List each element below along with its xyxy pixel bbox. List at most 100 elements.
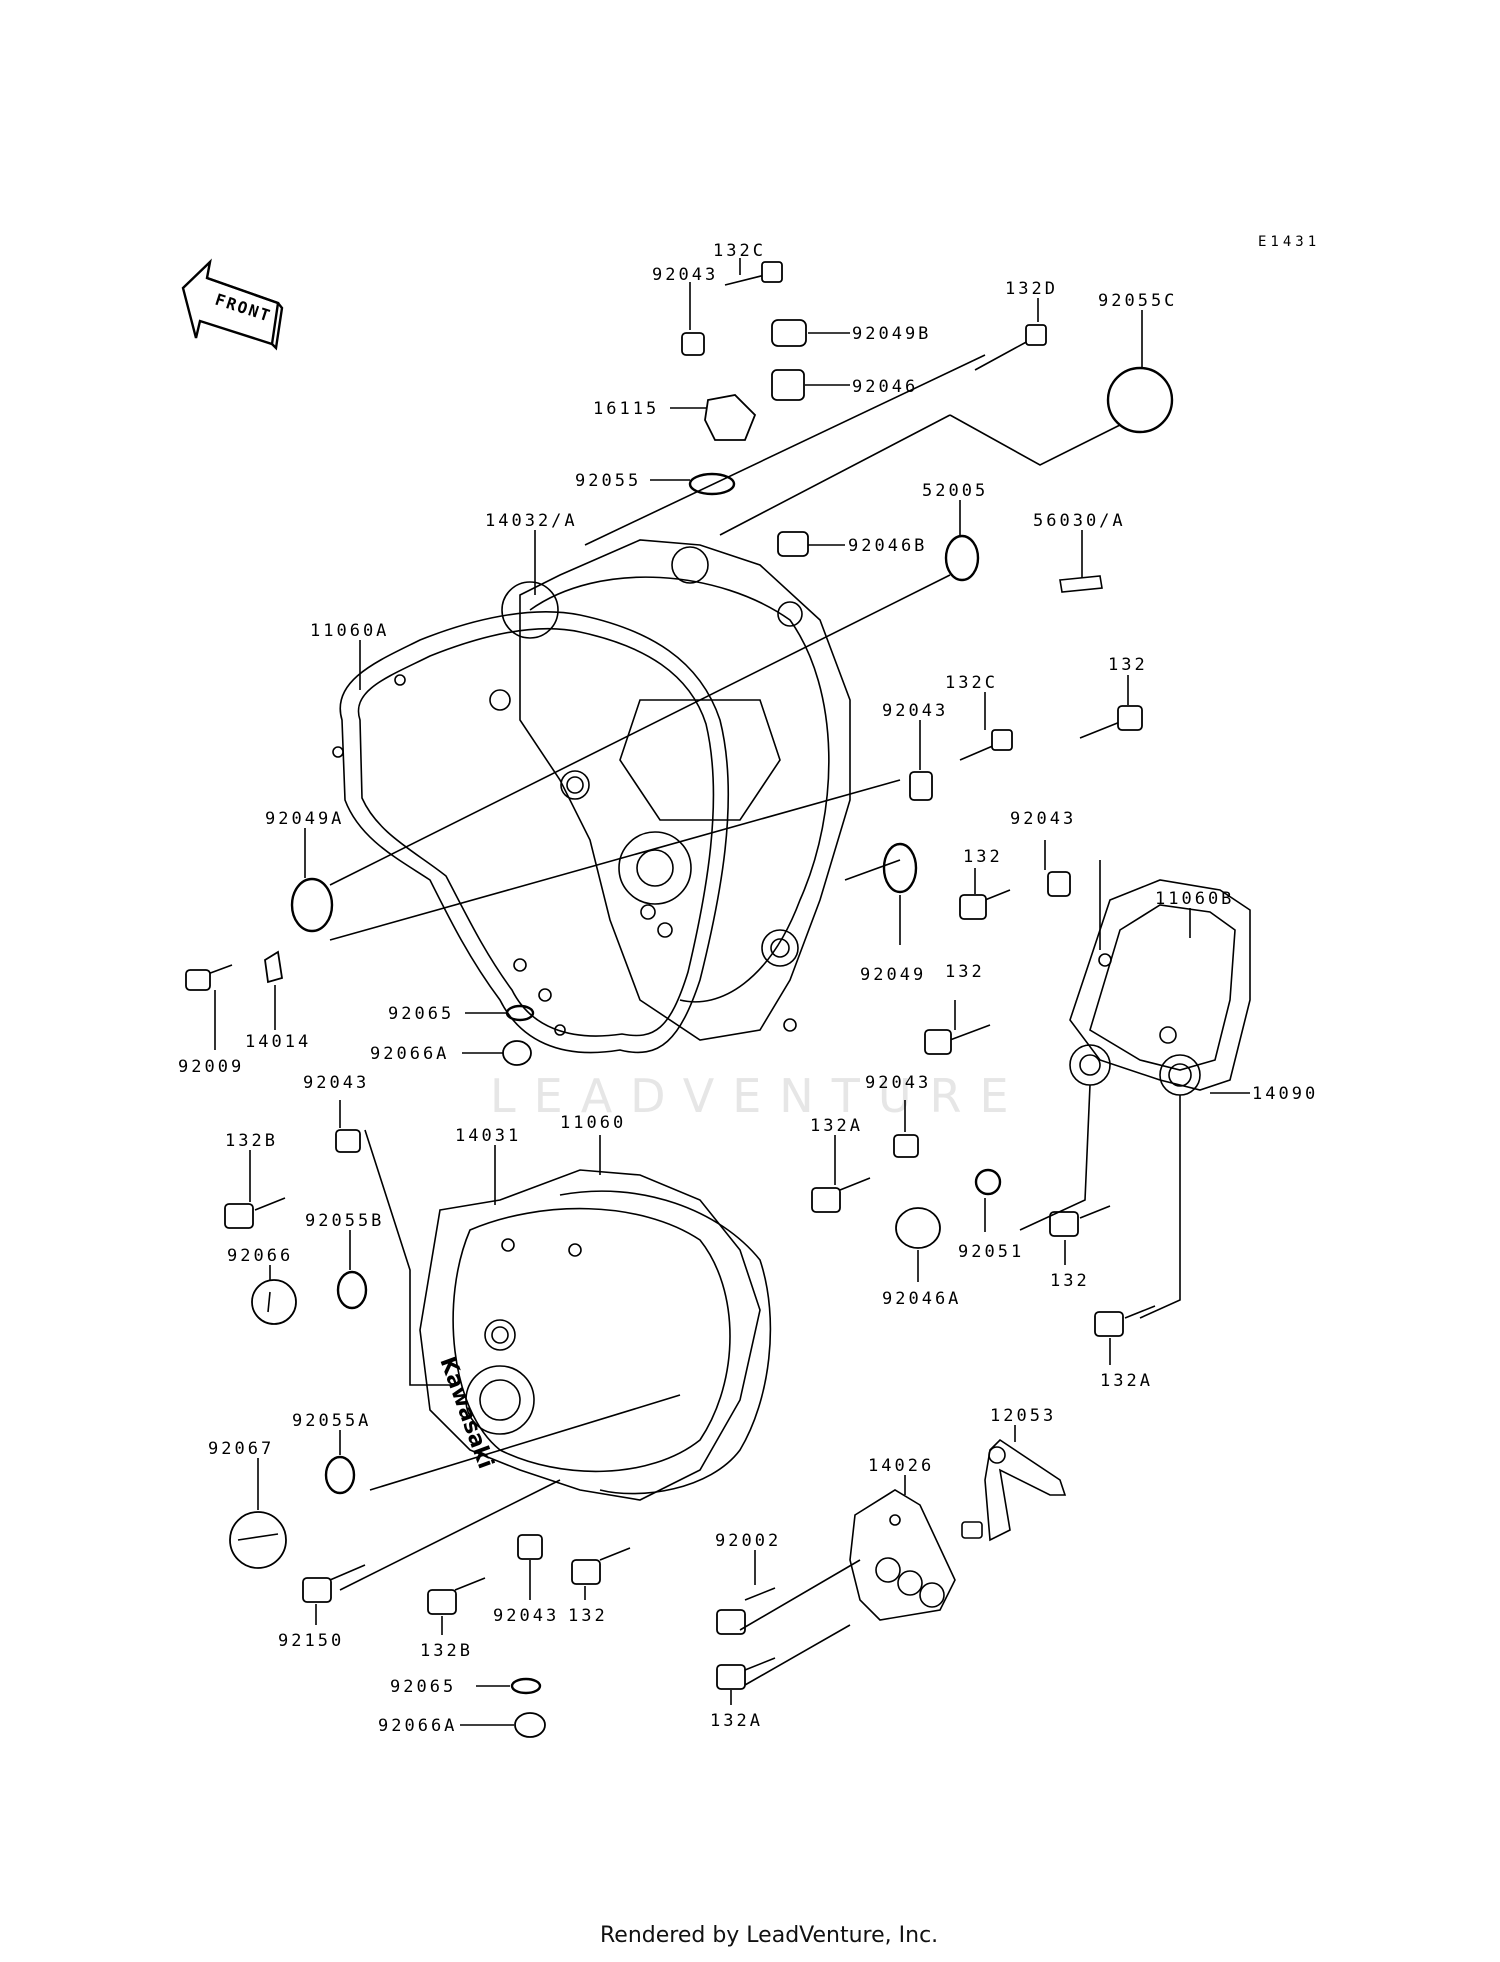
dowel-icon bbox=[335, 1129, 361, 1153]
part-label: 92066 bbox=[227, 1246, 293, 1266]
crankcase-cover-lower: Kawasaki bbox=[419, 1169, 772, 1501]
part-label: 52005 bbox=[922, 481, 988, 501]
bolt-icon bbox=[302, 1577, 332, 1603]
bolt-icon bbox=[185, 969, 211, 991]
bolt-icon bbox=[427, 1589, 457, 1615]
part-label: 132B bbox=[225, 1131, 278, 1151]
plug-icon bbox=[229, 1511, 287, 1569]
part-label: 92051 bbox=[958, 1242, 1024, 1262]
part-labels: 132C 92043 92049B 132D 92055C 92046 1611… bbox=[178, 241, 1318, 1736]
washer-icon bbox=[510, 1677, 542, 1695]
plug-icon bbox=[251, 1279, 297, 1325]
bolt-icon bbox=[991, 729, 1013, 751]
part-label: 14031 bbox=[455, 1126, 521, 1146]
part-label: 132 bbox=[568, 1606, 608, 1626]
part-label: 92049B bbox=[852, 324, 931, 344]
seal-icon bbox=[944, 534, 980, 582]
part-label: 92055C bbox=[1098, 291, 1177, 311]
part-label: 92055B bbox=[305, 1211, 384, 1231]
part-label: 92046 bbox=[852, 377, 918, 397]
watermark-text: LEADVENTURE bbox=[490, 1069, 1027, 1123]
part-label: 14032/A bbox=[485, 511, 578, 531]
bolt-icon bbox=[716, 1664, 746, 1690]
part-label: 132A bbox=[1100, 1371, 1153, 1391]
part-label: 132 bbox=[945, 962, 985, 982]
part-label: 92043 bbox=[652, 265, 718, 285]
part-label: 132 bbox=[1108, 655, 1148, 675]
bolt-icon bbox=[1094, 1311, 1124, 1337]
dowel-icon bbox=[517, 1534, 543, 1560]
right-cover-14090 bbox=[1069, 879, 1251, 1096]
diagram-code: E1431 bbox=[1258, 234, 1320, 250]
part-label: 92046A bbox=[882, 1289, 961, 1309]
small-parts bbox=[185, 261, 1174, 1738]
part-label: 132C bbox=[713, 241, 766, 261]
plug-icon bbox=[514, 1712, 546, 1738]
bolt-icon bbox=[1117, 705, 1143, 731]
label-plate-icon bbox=[1059, 575, 1103, 593]
bolt-icon bbox=[959, 894, 987, 920]
part-label: 92043 bbox=[865, 1073, 931, 1093]
part-label: 92043 bbox=[303, 1073, 369, 1093]
part-label: 92055A bbox=[292, 1411, 371, 1431]
plug-icon bbox=[502, 1040, 532, 1066]
dowel-icon bbox=[681, 332, 705, 356]
part-label: 11060A bbox=[310, 621, 389, 641]
dowel-icon bbox=[893, 1134, 919, 1158]
part-label: 92002 bbox=[715, 1531, 781, 1551]
gasket-11060A bbox=[332, 611, 730, 1054]
part-label: 92049 bbox=[860, 965, 926, 985]
part-label: 12053 bbox=[990, 1406, 1056, 1426]
washer-icon bbox=[974, 1168, 1002, 1196]
part-label: 14014 bbox=[245, 1032, 311, 1052]
part-label: 92066A bbox=[370, 1044, 449, 1064]
part-label: 92065 bbox=[388, 1004, 454, 1024]
part-label: 132C bbox=[945, 673, 998, 693]
part-label: 14026 bbox=[868, 1456, 934, 1476]
part-label: 92150 bbox=[278, 1631, 344, 1651]
part-label: 92009 bbox=[178, 1057, 244, 1077]
front-label: FRONT bbox=[213, 290, 274, 326]
part-label: 16115 bbox=[593, 399, 659, 419]
bolt-icon bbox=[716, 1609, 746, 1635]
bolt-icon bbox=[924, 1029, 952, 1055]
seal-icon bbox=[882, 842, 918, 894]
tab-icon bbox=[264, 950, 284, 984]
bolt-icon bbox=[811, 1187, 841, 1213]
part-label: 56030/A bbox=[1033, 511, 1126, 531]
lever-12053 bbox=[961, 1438, 1067, 1542]
part-label: 132A bbox=[710, 1711, 763, 1731]
bolt-icon bbox=[1049, 1211, 1079, 1237]
bracket-14026 bbox=[849, 1489, 956, 1621]
front-arrow-icon: FRONT bbox=[181, 258, 284, 351]
part-label: 92046B bbox=[848, 536, 927, 556]
part-label: 92043 bbox=[1010, 809, 1076, 829]
bolt-icon bbox=[224, 1203, 254, 1229]
o-ring-icon bbox=[1106, 366, 1174, 434]
bolt-icon bbox=[571, 1559, 601, 1585]
bearing-icon bbox=[777, 531, 809, 557]
bearing-icon bbox=[895, 1207, 941, 1249]
part-label: 132A bbox=[810, 1116, 863, 1136]
washer-icon bbox=[505, 1004, 535, 1022]
o-ring-icon bbox=[336, 1270, 368, 1310]
part-label: 11060 bbox=[560, 1113, 626, 1133]
part-label: 92067 bbox=[208, 1439, 274, 1459]
bolt-icon bbox=[1025, 324, 1047, 346]
part-label: 92066A bbox=[378, 1716, 457, 1736]
part-label: 92065 bbox=[390, 1677, 456, 1697]
part-label: 132 bbox=[1050, 1271, 1090, 1291]
part-label: 92055 bbox=[575, 471, 641, 491]
part-label: 11060B bbox=[1155, 889, 1234, 909]
o-ring-icon bbox=[688, 472, 736, 496]
part-label: 132B bbox=[420, 1641, 473, 1661]
part-label: 92043 bbox=[882, 701, 948, 721]
seal-icon bbox=[290, 877, 334, 933]
dowel-icon bbox=[909, 771, 933, 801]
seal-icon bbox=[771, 319, 807, 347]
dowel-icon bbox=[1047, 871, 1071, 897]
part-label: 14090 bbox=[1252, 1084, 1318, 1104]
bolt-icon bbox=[724, 261, 783, 286]
